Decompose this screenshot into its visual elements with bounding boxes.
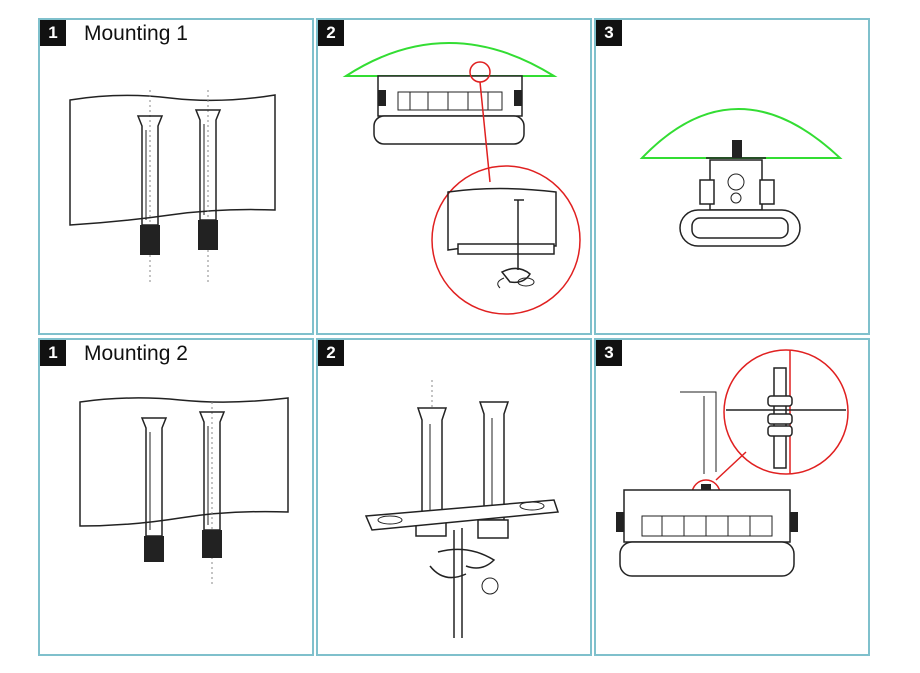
panel-mounting2-step2: 2 — [316, 338, 592, 656]
step-badge: 2 — [318, 20, 344, 46]
bracket-assembly-diagram — [364, 380, 560, 638]
bracket-icon — [699, 159, 775, 211]
panel-mounting1-step1: 1 Mounting 1 — [38, 18, 314, 335]
step-badge: 3 — [596, 340, 622, 366]
panel-mounting1-step2: 2 — [316, 18, 592, 335]
floodlight-side-view — [639, 108, 843, 247]
bracket-icon — [447, 187, 557, 270]
panel-title: Mounting 1 — [84, 22, 188, 45]
floodlight-icon — [616, 489, 798, 577]
anchor-bolt-icon — [726, 350, 846, 474]
anchor-bolt-icon — [194, 90, 222, 285]
step-badge: 2 — [318, 340, 344, 366]
wall-anchor-bolts-diagram — [79, 397, 289, 585]
anchor-bolt-icon — [477, 401, 510, 539]
bracket-icon — [364, 499, 560, 638]
nut-washer-icon — [429, 548, 499, 595]
panel-mounting1-step3: 3 — [594, 18, 870, 335]
floodlight-bracket-diagram — [342, 42, 581, 315]
anchor-bolt-icon — [136, 90, 164, 285]
step-badge: 1 — [40, 340, 66, 366]
panel-title: Mounting 2 — [84, 342, 188, 365]
floodlight-icon — [679, 209, 801, 247]
wall-anchor-bolts-diagram — [69, 90, 276, 285]
step-badge: 3 — [596, 20, 622, 46]
anchor-bolt-icon — [140, 417, 168, 562]
step-badge: 1 — [40, 20, 66, 46]
mounted-floodlight-diagram — [616, 349, 849, 577]
floodlight-icon — [373, 75, 525, 145]
anchor-bolt-icon — [198, 402, 226, 585]
nut-washer-icon — [497, 267, 535, 289]
panel-mounting2-step1: 1 Mounting 2 — [38, 338, 314, 656]
panel-mounting2-step3: 3 — [594, 338, 870, 656]
